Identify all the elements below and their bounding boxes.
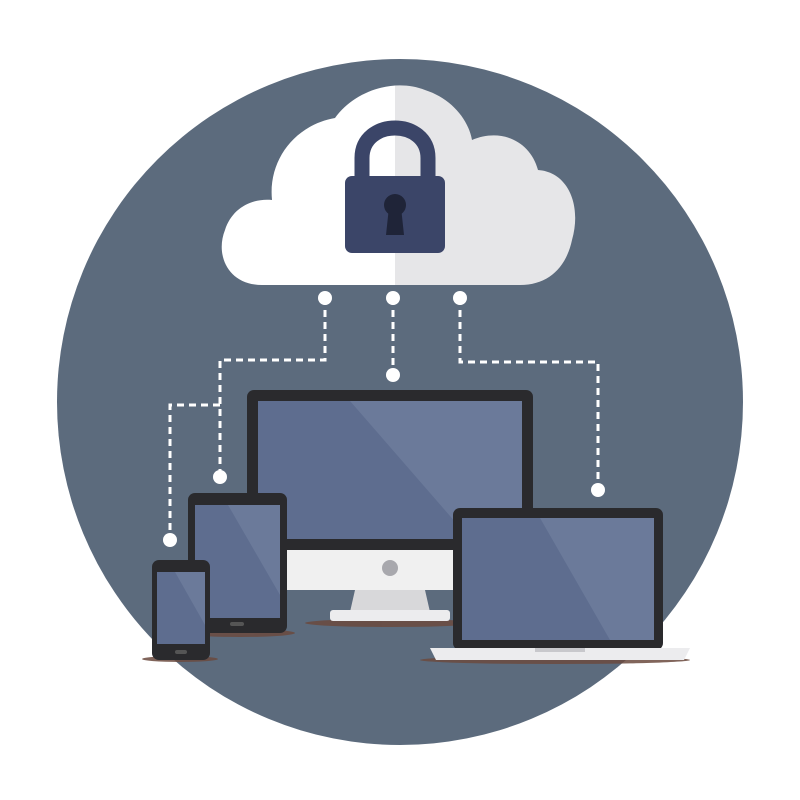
laptop-icon: [430, 508, 690, 660]
connector-dots: [163, 291, 605, 547]
connector-lines: [168, 298, 600, 540]
smartphone-icon: [152, 560, 210, 660]
tablet-icon: [188, 493, 287, 633]
padlock-icon: [345, 120, 445, 253]
